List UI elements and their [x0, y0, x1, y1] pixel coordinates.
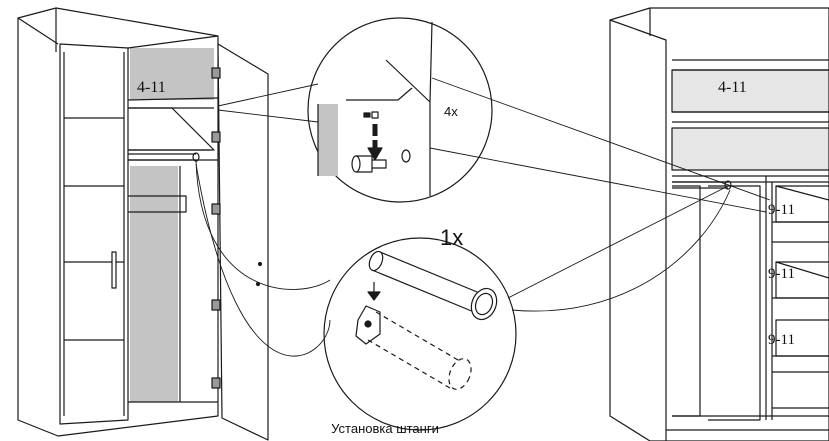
rod-tube-icon [371, 251, 483, 313]
diagram-caption: Установка штанги [331, 421, 439, 436]
hanging-rod [128, 153, 196, 161]
shelf-label-right: 4-11 [718, 79, 747, 96]
right-door [217, 43, 269, 441]
pin-count-label: 4x [444, 104, 458, 119]
top-shelf [671, 69, 829, 113]
hinges [211, 67, 221, 389]
zoom-circle-pins [307, 17, 493, 203]
zoom-circle-rod [323, 237, 517, 431]
interior-upper-back [130, 48, 214, 100]
callout-lines [195, 77, 771, 357]
left-wardrobe [17, 7, 269, 441]
right-wardrobe [609, 7, 829, 441]
side-shelf-label-2: 9-11 [768, 266, 795, 282]
shelf-label-left: 4-11 [137, 79, 166, 96]
rod-right [672, 181, 728, 189]
rod-count-label: 1x [440, 225, 463, 250]
side-shelf-label-3: 9-11 [768, 332, 795, 348]
left-door [59, 43, 129, 425]
pin-icon [371, 111, 379, 119]
interior-lower-back [130, 166, 178, 402]
side-shelf-label-1: 9-11 [768, 202, 795, 218]
door-handle [111, 251, 117, 289]
